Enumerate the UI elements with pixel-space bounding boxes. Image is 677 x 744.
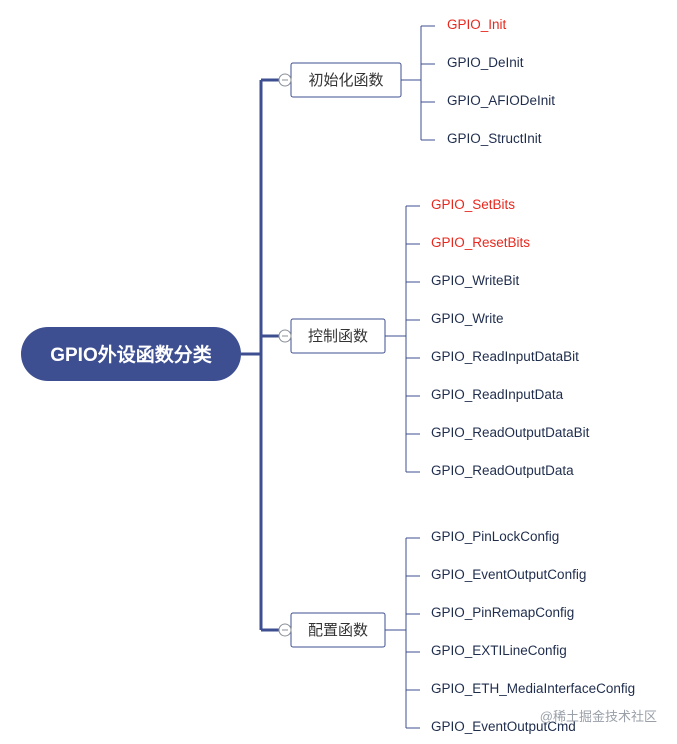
branch-node-label: 初始化函数 bbox=[308, 72, 383, 89]
leaf-node-label[interactable]: GPIO_WriteBit bbox=[431, 273, 520, 288]
leaf-node-label[interactable]: GPIO_ReadInputDataBit bbox=[431, 349, 579, 364]
leaf-node-label[interactable]: GPIO_PinRemapConfig bbox=[431, 605, 574, 620]
root-node-shape bbox=[21, 327, 241, 381]
leaf-node-label[interactable]: GPIO_ReadOutputData bbox=[431, 463, 574, 478]
leaf-nodes: GPIO_InitGPIO_DeInitGPIO_AFIODeInitGPIO_… bbox=[431, 17, 635, 734]
branch-node-label: 控制函数 bbox=[308, 328, 368, 345]
collapse-toggle-icon[interactable] bbox=[278, 73, 292, 87]
root-node[interactable]: GPIO外设函数分类 bbox=[21, 327, 241, 381]
leaf-node-label[interactable]: GPIO_EventOutputConfig bbox=[431, 567, 586, 582]
collapse-toggle-icon[interactable] bbox=[278, 623, 292, 637]
branch-node[interactable]: 配置函数 bbox=[290, 612, 386, 648]
branch-node[interactable]: 控制函数 bbox=[290, 318, 386, 354]
leaf-node-label[interactable]: GPIO_Write bbox=[431, 311, 504, 326]
leaf-node-label[interactable]: GPIO_Init bbox=[447, 17, 507, 32]
watermark-text: @稀土掘金技术社区 bbox=[540, 709, 657, 724]
leaf-node-label[interactable]: GPIO_AFIODeInit bbox=[447, 93, 555, 108]
leaf-node-label[interactable]: GPIO_StructInit bbox=[447, 131, 542, 146]
connector-lines bbox=[241, 25, 435, 729]
leaf-node-label[interactable]: GPIO_SetBits bbox=[431, 197, 515, 212]
branch-node[interactable]: 初始化函数 bbox=[290, 62, 402, 98]
leaf-node-label[interactable]: GPIO_ReadOutputDataBit bbox=[431, 425, 590, 440]
collapse-toggle-icon[interactable] bbox=[278, 329, 292, 343]
leaf-node-label[interactable]: GPIO_ResetBits bbox=[431, 235, 530, 250]
leaf-node-label[interactable]: GPIO_ETH_MediaInterfaceConfig bbox=[431, 681, 635, 696]
branch-node-label: 配置函数 bbox=[308, 622, 368, 639]
leaf-node-label[interactable]: GPIO_EXTILineConfig bbox=[431, 643, 567, 658]
root-node-label: GPIO外设函数分类 bbox=[50, 343, 212, 366]
leaf-node-label[interactable]: GPIO_ReadInputData bbox=[431, 387, 564, 402]
leaf-node-label[interactable]: GPIO_DeInit bbox=[447, 55, 524, 70]
leaf-node-label[interactable]: GPIO_PinLockConfig bbox=[431, 529, 559, 544]
leaf-node-label[interactable]: GPIO_EventOutputCmd bbox=[431, 719, 576, 734]
